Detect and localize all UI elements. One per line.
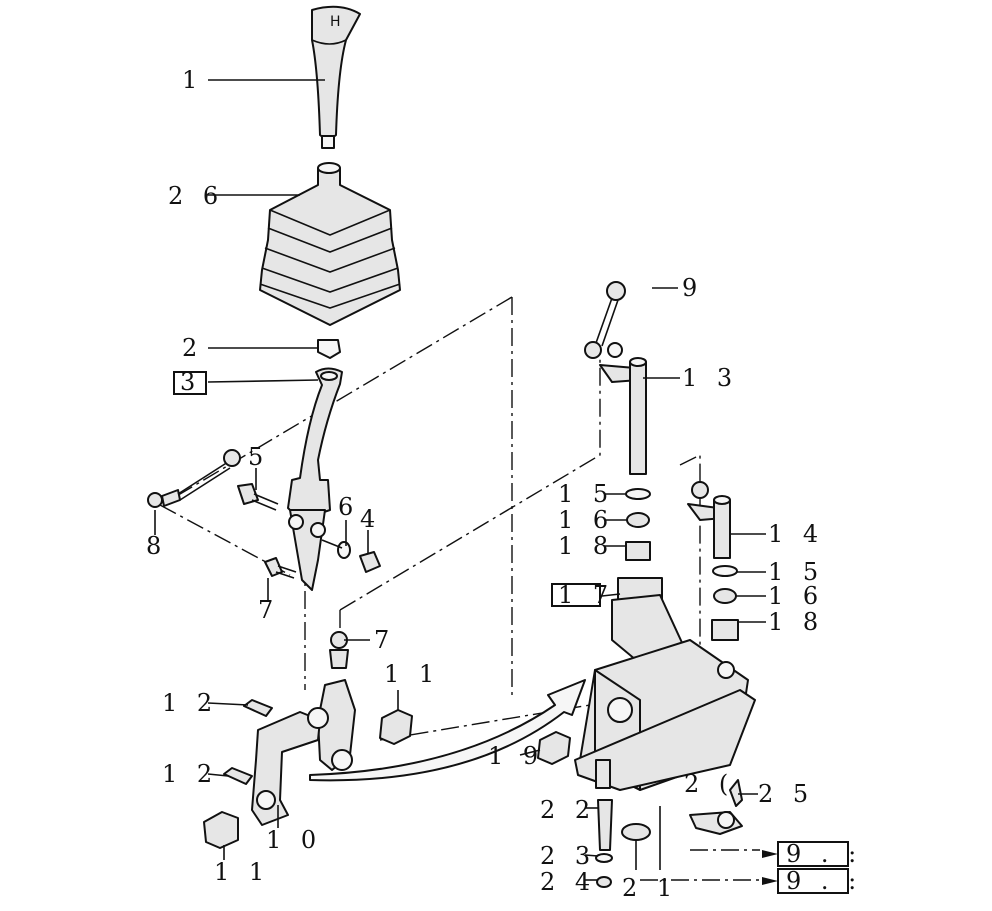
assembly-lines: [159, 296, 760, 881]
ref-label-2: 9 . :: [786, 867, 862, 895]
shaft-assembly: [584, 281, 663, 601]
label-13: 1 3: [682, 364, 738, 392]
label-18-right: 1 8: [768, 608, 824, 636]
gear-knob: H: [311, 5, 361, 149]
label-11-right: 1 1: [384, 660, 440, 688]
ref-arrow-2: [762, 877, 778, 885]
label-16-right: 1 6: [768, 582, 824, 610]
label-2: 2: [182, 334, 203, 362]
shaft-assembly-2: [687, 481, 739, 641]
label-25: 2 5: [758, 780, 814, 808]
label-7-left: 7: [258, 596, 279, 624]
direction-arrow: [309, 679, 586, 782]
leader-lines: [154, 79, 766, 881]
label-14: 1 4: [768, 520, 824, 548]
label-18-top: 1 8: [558, 532, 614, 560]
label-10: 1 0: [266, 826, 322, 854]
label-5: 5: [248, 443, 269, 471]
label-20: 2 (: [684, 770, 734, 798]
lever-arm: [287, 339, 343, 591]
rubber-boot: [259, 162, 401, 326]
label-23: 2 3: [540, 842, 596, 870]
label-1: 1: [182, 66, 203, 94]
label-26: 2 6: [168, 182, 224, 210]
label-15-top: 1 5: [558, 480, 614, 508]
label-9: 9: [682, 274, 703, 302]
label-17: 1 7: [558, 581, 614, 609]
link-rod: [147, 449, 381, 579]
label-11-bottom: 1 1: [214, 858, 270, 886]
label-19: 1 9: [488, 742, 544, 770]
label-4: 4: [360, 505, 381, 533]
label-7-center: 7: [374, 626, 395, 654]
label-8: 8: [146, 532, 167, 560]
label-15-right: 1 5: [768, 558, 824, 586]
ref-box-9b: [777, 868, 849, 894]
label-21: 2 1: [622, 874, 678, 902]
ref-box-3: [173, 371, 207, 395]
label-16-top: 1 6: [558, 506, 614, 534]
label-3: 3: [180, 368, 201, 396]
label-12-bottom: 1 2: [162, 760, 218, 788]
svg-text:H: H: [330, 14, 341, 30]
label-6: 6: [338, 493, 359, 521]
shift-lever-assembly: [203, 631, 571, 849]
ref-box-17: [551, 583, 601, 607]
label-22: 2 2: [540, 796, 596, 824]
ref-label-1: 9 . :: [786, 840, 862, 868]
part-labels: 1 2 6 2 3 5 6 4 8 7 7 9 1 3 1 5 1 6 1 8 …: [146, 66, 862, 902]
ref-arrow-1: [762, 850, 778, 858]
housing-bracket: [574, 594, 756, 888]
label-12-top: 1 2: [162, 689, 218, 717]
label-24: 2 4: [540, 868, 596, 896]
